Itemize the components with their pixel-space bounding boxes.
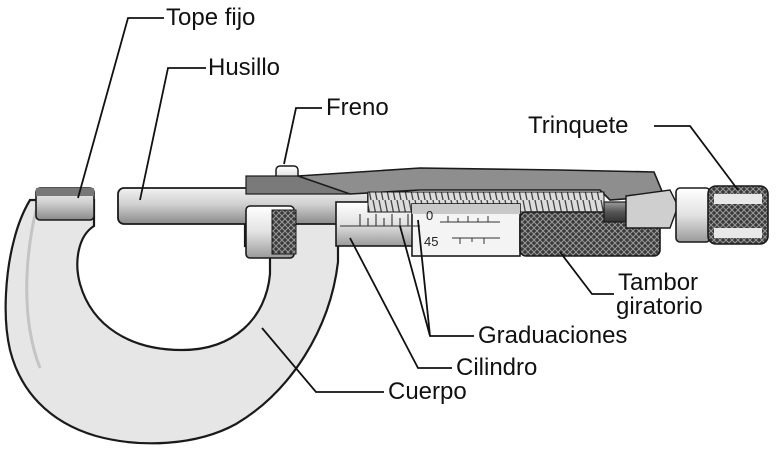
thimble-mark-45: 45	[424, 234, 438, 249]
leader-trinquete	[654, 125, 739, 191]
ratchet-assembly	[603, 185, 769, 245]
leader-cuerpo	[261, 327, 384, 393]
label-tope-fijo: Tope fijo	[166, 4, 256, 31]
leader-cilindro	[349, 237, 452, 369]
thimble-mark-0: 0	[426, 208, 433, 223]
label-trinquete: Trinquete	[528, 112, 629, 139]
leader-lines	[77, 17, 739, 393]
label-cilindro: Cilindro	[456, 354, 538, 381]
label-freno: Freno	[326, 94, 389, 121]
label-husillo: Husillo	[208, 54, 281, 81]
thimble-knurl	[519, 211, 661, 257]
anvil-top-shade	[36, 188, 94, 196]
leader-tope-fijo	[77, 17, 164, 199]
leader-tambor	[559, 251, 614, 295]
label-cuerpo: Cuerpo	[388, 378, 467, 405]
thimble-graduations	[440, 216, 500, 244]
label-graduaciones: Graduaciones	[478, 322, 628, 349]
label-tambor-line2: giratorio	[616, 293, 703, 320]
frame-body	[4, 198, 340, 445]
thimble-top-shade	[412, 204, 520, 214]
sleeve-graduations	[340, 214, 420, 227]
frame-shading	[25, 209, 42, 369]
label-tambor-line1: Tambor	[618, 269, 699, 296]
leader-graduaciones-2	[417, 219, 431, 337]
leader-husillo	[139, 67, 206, 201]
lock-collar-knurl	[271, 209, 297, 255]
leader-freno	[283, 107, 322, 165]
